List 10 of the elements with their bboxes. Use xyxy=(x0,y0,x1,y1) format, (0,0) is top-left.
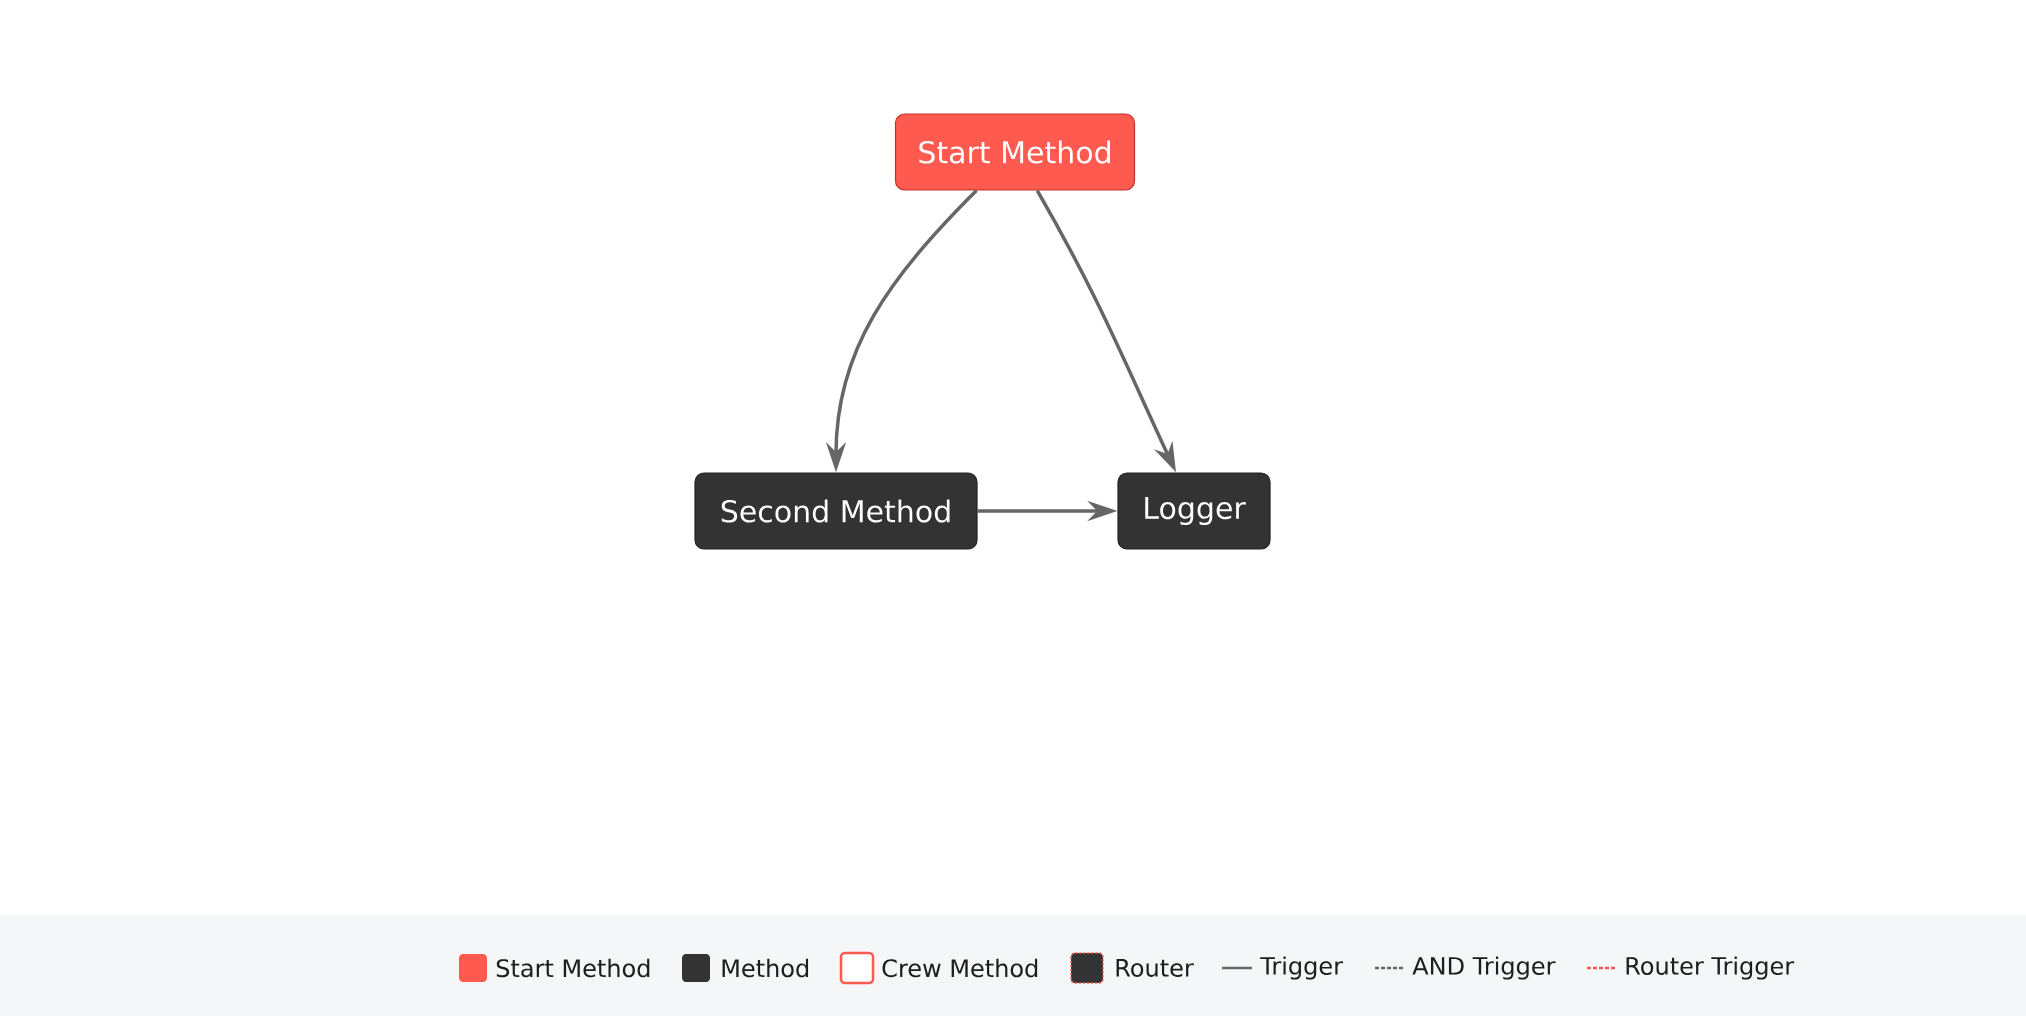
method-box: Logger xyxy=(1117,472,1271,550)
legend-label: Router Trigger xyxy=(1626,956,1795,980)
legend-label: Crew Method xyxy=(882,958,1038,978)
legend-label: AND Trigger xyxy=(1412,956,1556,980)
legend-label: Start Method xyxy=(496,958,650,978)
legend-label: Method xyxy=(722,958,809,978)
legend-label: Trigger xyxy=(1260,956,1343,980)
method-box: Second Method xyxy=(694,472,978,550)
legend-label: Router xyxy=(1116,959,1194,977)
method-box: Start Method xyxy=(894,113,1136,191)
